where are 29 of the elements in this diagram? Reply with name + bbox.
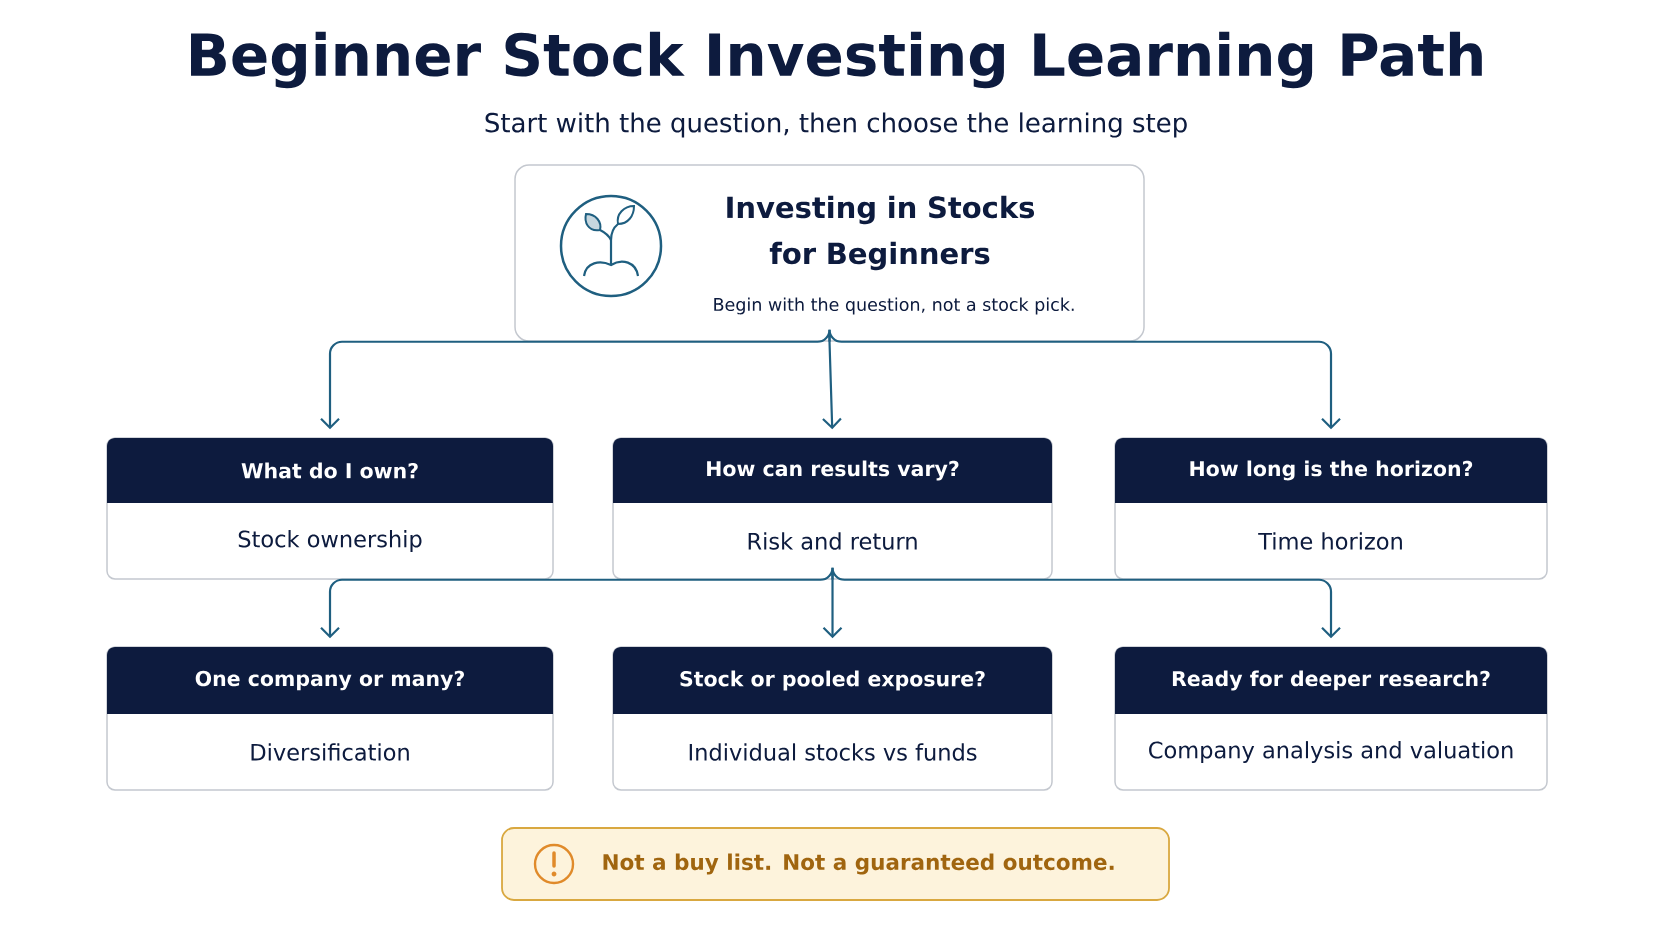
question-card (1114, 437, 1548, 580)
card-topic: Individual stocks vs funds (689, 743, 977, 761)
question-card (106, 646, 554, 791)
question-card (612, 437, 1053, 580)
heading: Investing in Stocks for Beginners (727, 195, 1035, 271)
card-heading: Ready for deeper research? (1172, 670, 1490, 691)
card-topic: Risk and return (748, 532, 917, 550)
subtitle: Start with the question, then choose the learning step (485, 112, 1187, 138)
card-topic: Time horizon (1258, 532, 1402, 550)
topic-card (514, 164, 1145, 342)
card-topic: Stock ownership (238, 530, 422, 552)
title: Beginner Stock Investing Learning Path (191, 31, 1482, 89)
warning-text: Not a buy list. Not a guaranteed outcome. (603, 853, 1114, 875)
card-heading: What do I own? (241, 462, 418, 479)
arrow (828, 328, 1341, 430)
question-card (1114, 646, 1548, 791)
card-heading: One company or many? (195, 670, 464, 691)
card-heading: Stock or pooled exposure? (680, 670, 985, 691)
arrow (822, 341, 842, 430)
arrow (822, 579, 843, 639)
card-topic: Diversification (251, 743, 409, 761)
question-card (612, 646, 1053, 791)
card-heading: How long is the horizon? (1190, 460, 1473, 481)
question-card (106, 437, 554, 580)
arrow (831, 566, 1341, 639)
card-topic: Company analysis and valuation (1149, 741, 1513, 763)
card-heading: How can results vary? (707, 460, 959, 481)
description: Begin with the question, not a stock pick. (714, 297, 1074, 315)
warning-banner (501, 827, 1170, 901)
